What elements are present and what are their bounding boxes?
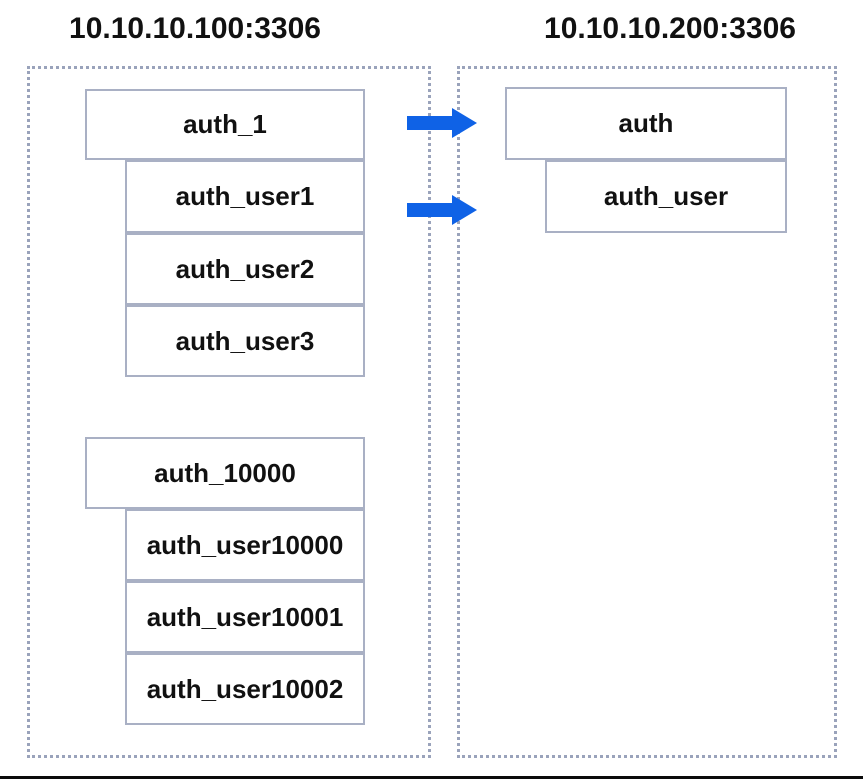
server-container-right [457,66,837,758]
server-container-left [27,66,431,758]
db-box-auth-10000: auth_10000 [85,437,365,509]
table-box-auth-user1: auth_user1 [125,160,365,233]
table-box-auth-user3: auth_user3 [125,305,365,377]
bottom-divider [0,776,863,779]
db-box-auth-1: auth_1 [85,89,365,160]
db-box-auth: auth [505,87,787,160]
table-box-auth-user10000: auth_user10000 [125,509,365,581]
table-box-auth-user10001: auth_user10001 [125,581,365,653]
table-box-auth-user10002: auth_user10002 [125,653,365,725]
server-title-right: 10.10.10.200:3306 [544,12,796,45]
arrow-right-icon [407,195,477,225]
table-box-auth-user: auth_user [545,160,787,233]
server-title-left: 10.10.10.100:3306 [69,12,321,45]
arrow-right-icon [407,108,477,138]
table-box-auth-user2: auth_user2 [125,233,365,305]
